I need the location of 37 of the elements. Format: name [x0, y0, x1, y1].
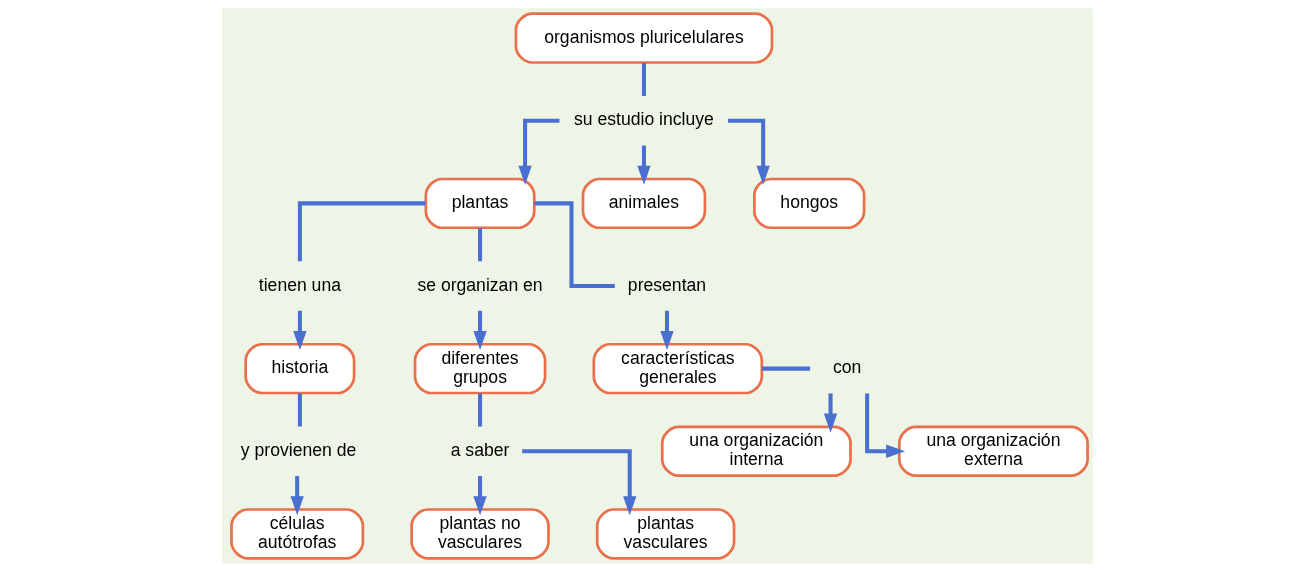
node-box: una organización interna — [660, 425, 852, 477]
node-box: células autótrofas — [229, 508, 364, 560]
node-box: organismos pluricelulares — [514, 12, 773, 64]
node-text: a saber — [450, 439, 509, 460]
arrow — [659, 310, 674, 350]
node-box: animales — [581, 177, 706, 230]
connector — [477, 393, 482, 427]
node-text: con — [832, 357, 861, 378]
node-box: plantas no vasculares — [409, 508, 550, 560]
node-box: plantas vasculares — [595, 508, 735, 560]
arrow — [823, 393, 837, 433]
arrow — [517, 118, 559, 185]
node-box: una organización externa — [897, 425, 1089, 477]
node-text: presentan — [627, 274, 706, 295]
connector — [297, 393, 302, 427]
arrow — [636, 145, 651, 185]
connector — [761, 366, 810, 371]
arrow — [727, 118, 770, 185]
arrow — [864, 393, 905, 458]
connector — [533, 201, 615, 289]
node-text: su estudio incluye — [573, 109, 714, 130]
arrow — [290, 476, 304, 516]
node-box: diferentes grupos — [413, 342, 546, 395]
connector — [641, 62, 646, 96]
arrow — [521, 449, 636, 516]
arrow — [472, 476, 487, 516]
node-text: y provienen de — [240, 439, 356, 460]
node-box: características generales — [591, 342, 763, 395]
connector — [297, 201, 425, 262]
arrow — [472, 310, 487, 350]
node-box: historia — [243, 342, 355, 395]
connector — [477, 228, 482, 262]
node-text: se organizan en — [416, 274, 543, 295]
node-box: hongos — [752, 177, 865, 230]
node-text: tienen una — [258, 274, 341, 295]
arrow — [292, 310, 307, 350]
node-box: plantas — [424, 177, 536, 230]
